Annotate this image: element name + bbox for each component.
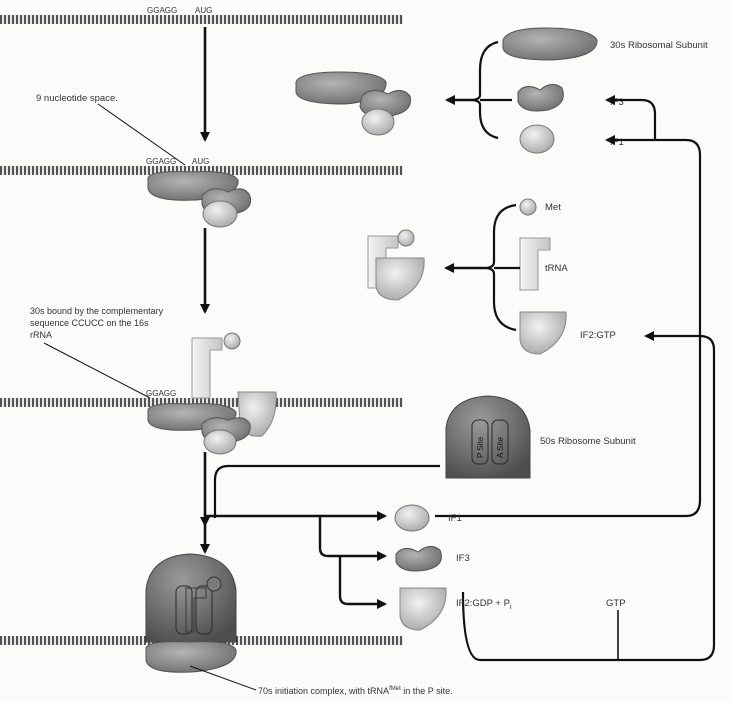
mrna-strand-1	[0, 15, 403, 24]
complex-30s-if3-if1	[295, 71, 412, 136]
return-arrow-if3	[605, 95, 657, 140]
release-arrow-if2gdp	[338, 556, 387, 609]
if3-free	[517, 84, 564, 112]
label-if2-gdp: IF2:GDP + Pi	[456, 598, 512, 611]
if1-released	[394, 504, 430, 532]
complex-on-mrna-step2	[147, 171, 252, 228]
label-if2-gtp: IF2:GTP	[580, 330, 616, 341]
if2-gtp-free	[519, 311, 567, 355]
label-trna: tRNA	[545, 263, 568, 274]
pointer-binding	[43, 342, 151, 399]
complex-trna-if2	[367, 229, 425, 301]
p-site-label: P Site	[476, 436, 485, 458]
met-ball	[519, 198, 537, 216]
label-30s-subunit: 30s Ribosomal Subunit	[610, 40, 708, 51]
start-codon-label-2: AUG	[192, 157, 209, 166]
complex-70s-small-subunit	[145, 641, 237, 673]
label-binding-line1: 30s bound by the complementary	[30, 306, 164, 316]
pointer-nine-nucleotide	[97, 103, 186, 166]
start-codon-label-1: AUG	[195, 6, 212, 15]
label-met: Met	[545, 202, 561, 213]
label-50s-subunit: 50s Ribosome Subunit	[540, 436, 636, 447]
label-70s-complex: 70s initiation complex, with tRNAfMet in…	[258, 686, 453, 696]
pointer-70s	[189, 665, 257, 691]
complex-70s	[145, 553, 237, 643]
sd-sequence-label-2: GGAGG	[146, 157, 176, 166]
sd-sequence-label-3: GGAGG	[146, 389, 176, 398]
label-gtp: GTP	[606, 598, 626, 609]
label-if1-released: IF1	[448, 513, 462, 524]
label-binding-line3: rRNA	[30, 330, 52, 340]
return-arrow-gtp	[461, 331, 716, 662]
return-arrow-if1	[435, 135, 702, 518]
sd-sequence-label-1: GGAGG	[147, 6, 177, 15]
arrow-50s-joins	[213, 464, 440, 518]
label-nine-nucleotide: 9 nucleotide space.	[36, 93, 118, 104]
if3-released	[395, 546, 442, 572]
a-site-label: A Site	[496, 437, 505, 458]
release-arrow-if3	[318, 516, 387, 561]
label-if1-top: IF1	[610, 137, 624, 148]
subunit-30s-free	[502, 27, 598, 61]
mrna-strand-3	[0, 398, 403, 407]
label-if3-top: IF3	[610, 97, 624, 108]
if1-free	[519, 124, 555, 154]
mrna-strand-2	[0, 166, 403, 175]
label-if3-released: IF3	[456, 553, 470, 564]
label-binding-line2: sequence CCUCC on the 16s	[30, 318, 149, 328]
if2-gdp-released	[399, 587, 447, 631]
trna-free	[519, 237, 551, 291]
complex-on-mrna-step3	[147, 332, 277, 455]
subunit-50s: P Site A Site	[445, 395, 531, 479]
